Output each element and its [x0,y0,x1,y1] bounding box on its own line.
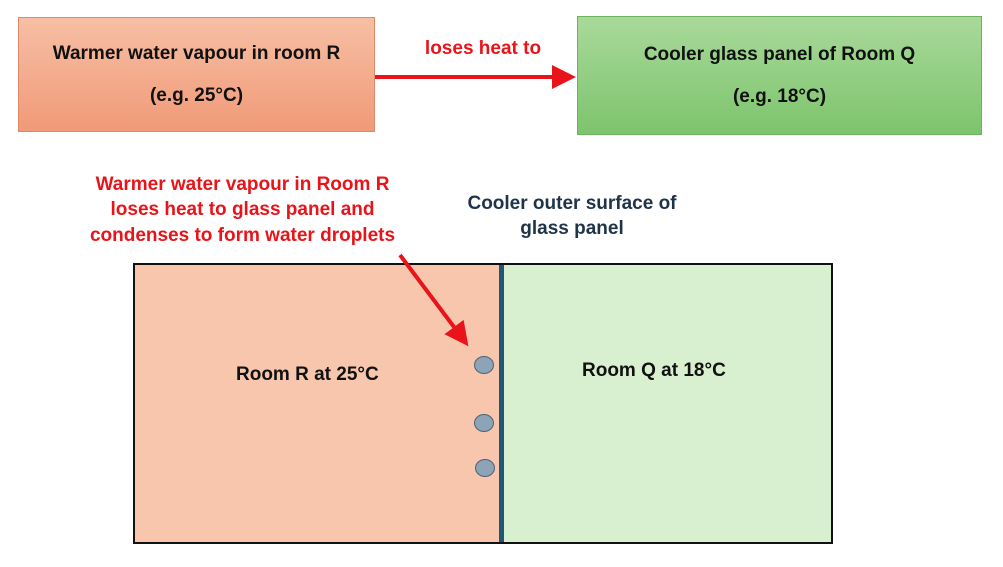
water-droplet-icon [474,414,494,432]
warm-vapour-title: Warmer water vapour in room R [52,42,341,64]
water-droplet-icon [475,459,495,477]
room-r-label: Room R at 25°C [236,364,379,385]
cool-glass-title: Cooler glass panel of Room Q [643,43,916,65]
condensation-label: Warmer water vapour in Room R loses heat… [60,172,425,248]
room-q: Room Q at 18°C [504,265,831,542]
room-q-label: Room Q at 18°C [582,360,726,381]
water-droplet-icon [474,356,494,374]
warm-vapour-box: Warmer water vapour in room R (e.g. 25°C… [18,17,375,132]
loses-heat-label: loses heat to [424,38,542,59]
outer-surface-label: Cooler outer surface of glass panel [432,191,712,242]
glass-panel [499,265,504,542]
outer-surface-label-line1: Cooler outer surface of [467,193,677,214]
condensation-label-line3: condenses to form water droplets [89,224,396,246]
condensation-label-line1: Warmer water vapour in Room R [95,174,390,195]
room-r: Room R at 25°C [135,265,499,542]
cool-glass-box: Cooler glass panel of Room Q (e.g. 18°C) [577,16,982,135]
condensation-label-line2: loses heat to glass panel and [110,199,375,221]
outer-surface-label-line2: glass panel [520,218,624,240]
warm-vapour-temperature: (e.g. 25°C) [149,84,244,106]
cool-glass-temperature: (e.g. 18°C) [732,85,827,107]
rooms-diagram: Room R at 25°C Room Q at 18°C [133,263,833,544]
